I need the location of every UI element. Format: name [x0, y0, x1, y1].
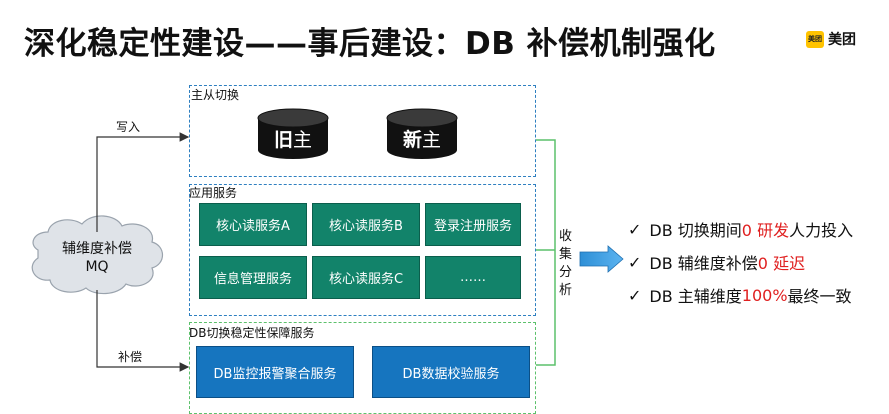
logo-text: 美团 — [828, 32, 856, 48]
gather-line — [536, 139, 556, 366]
result-text-post: 最终一致 — [787, 287, 852, 306]
result-highlight: 100% — [741, 285, 788, 305]
mq-cloud-icon — [31, 215, 164, 295]
gather-char-4: 析 — [559, 283, 573, 298]
gather-char-3: 分 — [559, 265, 573, 280]
write-label: 写入 — [116, 120, 141, 134]
old-master-db-icon — [257, 108, 329, 159]
gather-analyze-label: 收 集 分 析 — [559, 228, 573, 300]
new-master-db-icon — [386, 108, 458, 159]
check-icon: ✓ — [628, 219, 642, 239]
logo-badge: 美团 — [806, 30, 824, 48]
result-highlight: 0 研发 — [741, 221, 790, 240]
diagram-connectors — [31, 108, 624, 372]
service-core-read-a: 核心读服务A — [199, 203, 307, 246]
result-item: ✓ DB 主辅维度 100% 最终一致 — [628, 283, 852, 307]
gather-char-1: 收 — [559, 229, 573, 244]
result-highlight: 0 延迟 — [757, 254, 806, 273]
page-title: 深化稳定性建设——事后建设：DB 补偿机制强化 — [24, 26, 716, 62]
old-master-label: 旧主 — [258, 125, 328, 152]
compensate-label: 补偿 — [118, 350, 143, 364]
new-master-rest: 主 — [422, 129, 442, 151]
new-master-bold: 新 — [402, 129, 422, 151]
mq-line1: 辅维度补偿 — [62, 241, 132, 257]
gather-char-2: 集 — [559, 247, 573, 262]
result-text-post: 人力投入 — [789, 221, 854, 240]
service-db-monitor-alert: DB监控报警聚合服务 — [196, 346, 354, 398]
write-connector — [96, 132, 190, 232]
service-core-read-c: 核心读服务C — [312, 256, 420, 299]
service-more: …… — [425, 256, 521, 299]
switch-section-label: 主从切换 — [191, 88, 240, 102]
new-master-label: 新主 — [387, 125, 457, 152]
old-master-rest: 主 — [293, 129, 313, 151]
analysis-arrow-icon — [579, 245, 624, 273]
app-section — [189, 184, 536, 316]
switch-section — [189, 85, 536, 177]
compensate-connector — [96, 290, 190, 372]
service-login-register: 登录注册服务 — [425, 203, 521, 246]
meituan-logo: 美团 美团 — [806, 29, 856, 49]
mq-label: 辅维度补偿 MQ — [52, 240, 142, 276]
service-info-manage: 信息管理服务 — [199, 256, 307, 299]
result-text: DB 主辅维度 — [649, 287, 742, 306]
check-icon: ✓ — [628, 285, 642, 305]
mq-line2: MQ — [85, 259, 109, 275]
guard-section-label: DB切换稳定性保障服务 — [189, 326, 315, 340]
app-section-label: 应用服务 — [189, 186, 238, 200]
check-icon: ✓ — [628, 252, 642, 272]
service-db-data-check: DB数据校验服务 — [372, 346, 530, 398]
service-core-read-b: 核心读服务B — [312, 203, 420, 246]
result-item: ✓ DB 辅维度补偿 0 延迟 — [628, 250, 805, 274]
result-item: ✓ DB 切换期间 0 研发人力投入 — [628, 217, 853, 241]
result-text: DB 辅维度补偿 — [649, 254, 758, 273]
old-master-bold: 旧 — [273, 129, 293, 151]
result-text: DB 切换期间 — [649, 221, 742, 240]
